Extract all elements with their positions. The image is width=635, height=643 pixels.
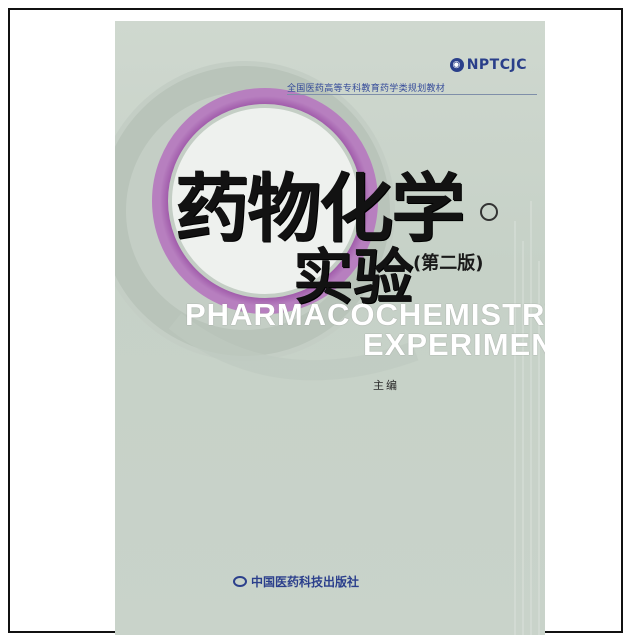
book-title-sub: 实验 <box>293 243 413 313</box>
cover-graphic <box>115 61 540 635</box>
series-title: 全国医药高等专科教育药学类规划教材 <box>287 84 446 94</box>
book-cover: ◉ NPTCJC 全国医药高等专科教育药学类规划教材 药物化学 实验 (第二版)… <box>115 21 545 635</box>
edition-label: (第二版) <box>413 253 484 274</box>
publisher-logo: ◉ NPTCJC <box>449 57 527 73</box>
series-divider <box>287 94 537 95</box>
publisher-icon <box>233 576 247 587</box>
english-title-line2: EXPERIMENT <box>363 327 545 362</box>
author-line: 主编 <box>373 379 399 392</box>
logo-text: NPTCJC <box>466 57 527 73</box>
english-title-line1: PHARMACOCHEMISTRY <box>185 297 545 332</box>
book-title-main: 药物化学 <box>175 166 465 252</box>
purple-ring <box>152 88 378 314</box>
logo-mark-icon: ◉ <box>449 58 464 72</box>
publisher-text: 中国医药科技出版社 <box>251 575 360 589</box>
publisher-name: 中国医药科技出版社 <box>233 573 359 590</box>
